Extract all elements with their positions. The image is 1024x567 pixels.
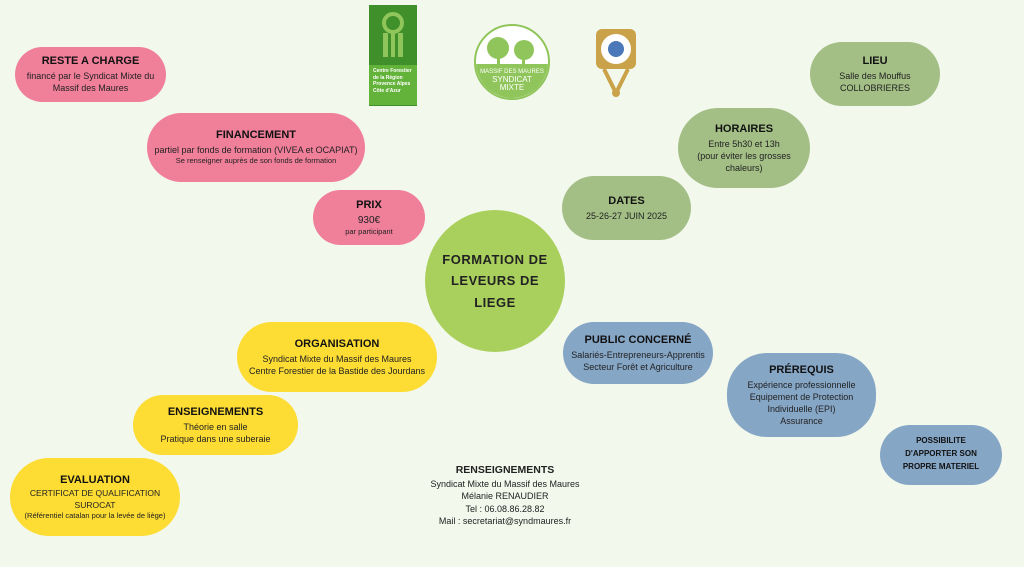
public-l2: Secteur Forêt et Agriculture <box>583 361 693 372</box>
evaluation-title: EVALUATION <box>60 473 130 486</box>
reste-title: RESTE A CHARGE <box>41 55 140 68</box>
dates-card: DATES 25-26-27 JUIN 2025 <box>562 176 691 240</box>
prerequis-l3: Assurance <box>780 416 823 427</box>
horaires-card: HORAIRES Entre 5h30 et 13h (pour éviter … <box>678 108 810 188</box>
organisation-l1: Syndicat Mixte du Massif des Maures <box>262 353 412 364</box>
financement-note: Se renseigner auprès de son fonds de for… <box>175 156 337 166</box>
enseignements-card: ENSEIGNEMENTS Théorie en salle Pratique … <box>133 395 298 455</box>
center-title: FORMATION DE LEVEURS DE LIEGE <box>425 210 565 352</box>
prerequis-card: PRÉREQUIS Expérience professionnelle Equ… <box>727 353 876 437</box>
horaires-title: HORAIRES <box>714 122 774 135</box>
organisation-title: ORGANISATION <box>294 337 380 350</box>
evaluation-l2: (Référentiel catalan pour la levée de li… <box>24 511 166 521</box>
contact-email[interactable]: Mail : secretariat@syndmaures.fr <box>438 516 572 527</box>
organisation-l2: Centre Forestier de la Bastide des Jourd… <box>248 365 426 376</box>
financement-card: FINANCEMENT partiel par fonds de formati… <box>147 113 365 182</box>
financement-text: partiel par fonds de formation (VIVEA et… <box>154 145 358 156</box>
prix-value: 930€ <box>357 214 381 226</box>
public-l1: Salariés-Entrepreneurs-Apprentis <box>571 349 705 360</box>
enseignements-title: ENSEIGNEMENTS <box>167 405 264 418</box>
organisation-card: ORGANISATION Syndicat Mixte du Massif de… <box>237 322 437 392</box>
prix-card: PRIX 930€ par participant <box>313 190 425 245</box>
contact-name: Mélanie RENAUDIER <box>461 491 549 502</box>
prerequis-title: PRÉREQUIS <box>769 363 834 376</box>
prerequis-l2: Equipement de Protection Individuelle (E… <box>749 391 854 414</box>
public-title: PUBLIC CONCERNÉ <box>584 333 692 346</box>
contact-phone: Tel : 06.08.86.28.82 <box>465 503 545 514</box>
possibilite-card: POSSIBILITE D'APPORTER SON PROPRE MATERI… <box>880 425 1002 485</box>
prix-title: PRIX <box>356 198 382 211</box>
prerequis-l1: Expérience professionnelle <box>747 379 856 390</box>
evaluation-l1: CERTIFICAT DE QUALIFICATION SUROCAT <box>29 488 161 510</box>
financement-title: FINANCEMENT <box>215 129 297 142</box>
prix-unit: par participant <box>345 227 393 237</box>
cfr-logo: Centre Forestier de la Région Provence A… <box>369 5 417 106</box>
contact-title: RENSEIGNEMENTS <box>455 464 555 476</box>
contact-org: Syndicat Mixte du Massif des Maures <box>430 478 580 489</box>
reste-a-charge-card: RESTE A CHARGE financé par le Syndicat M… <box>15 47 166 102</box>
svg-text:SYNDICAT: SYNDICAT <box>492 75 532 84</box>
contact-block: RENSEIGNEMENTS Syndicat Mixte du Massif … <box>405 463 605 528</box>
cfr-logo-text: Centre Forestier de la Région Provence A… <box>369 65 417 105</box>
dates-value: 25-26-27 JUIN 2025 <box>585 210 668 221</box>
horaires-l2: (pour éviter les grosses chaleurs) <box>697 150 791 173</box>
lieu-l1: Salle des Mouffus <box>839 70 911 81</box>
lieu-title: LIEU <box>862 54 888 67</box>
horaires-l1: Entre 5h30 et 13h <box>708 138 780 149</box>
svg-text:MIXTE: MIXTE <box>500 83 524 92</box>
enseignements-l1: Théorie en salle <box>183 421 248 432</box>
lieu-l2: COLLOBRIERES <box>839 82 911 93</box>
enseignements-l2: Pratique dans une suberaie <box>160 433 271 444</box>
lieu-card: LIEU Salle des Mouffus COLLOBRIERES <box>810 42 940 106</box>
reste-text: financé par le Syndicat Mixte du Massif … <box>26 71 155 94</box>
dates-title: DATES <box>608 195 645 207</box>
collobrieres-crest-logo <box>590 25 642 101</box>
svg-text:MASSIF DES MAURES: MASSIF DES MAURES <box>480 69 544 75</box>
possibilite-text: POSSIBILITE D'APPORTER SON PROPRE MATERI… <box>902 436 980 471</box>
evaluation-card: EVALUATION CERTIFICAT DE QUALIFICATION S… <box>10 458 180 536</box>
public-card: PUBLIC CONCERNÉ Salariés-Entrepreneurs-A… <box>563 322 713 384</box>
